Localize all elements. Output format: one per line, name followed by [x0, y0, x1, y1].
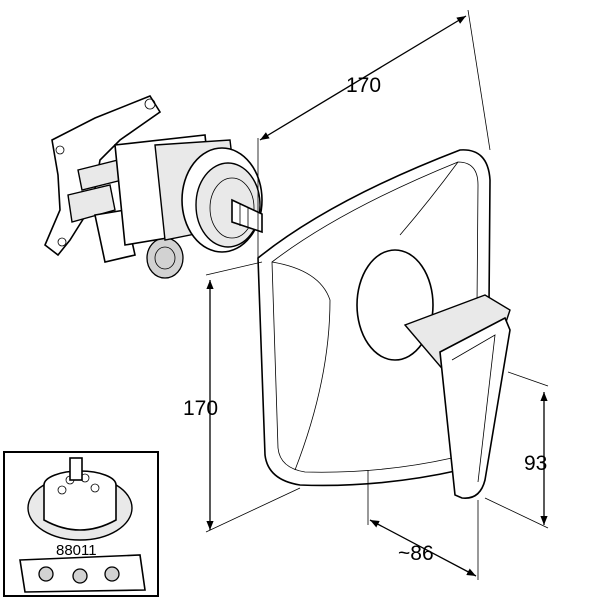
- dimension-label-width: 170: [346, 74, 381, 97]
- dimension-plate-width: [257, 9, 491, 258]
- dimension-plate-height: [205, 261, 301, 533]
- inset-part-number: 88011: [56, 542, 97, 559]
- lever-handle: [356, 249, 511, 499]
- dimension-label-lever: 93: [524, 452, 547, 475]
- concealed-valve-body: [44, 95, 263, 279]
- dimension-lever-height: [484, 371, 549, 529]
- dimension-label-height: 170: [183, 397, 218, 420]
- dimension-label-projection: ~86: [398, 542, 434, 565]
- dimension-projection: [367, 470, 479, 580]
- inset-box: [3, 451, 159, 597]
